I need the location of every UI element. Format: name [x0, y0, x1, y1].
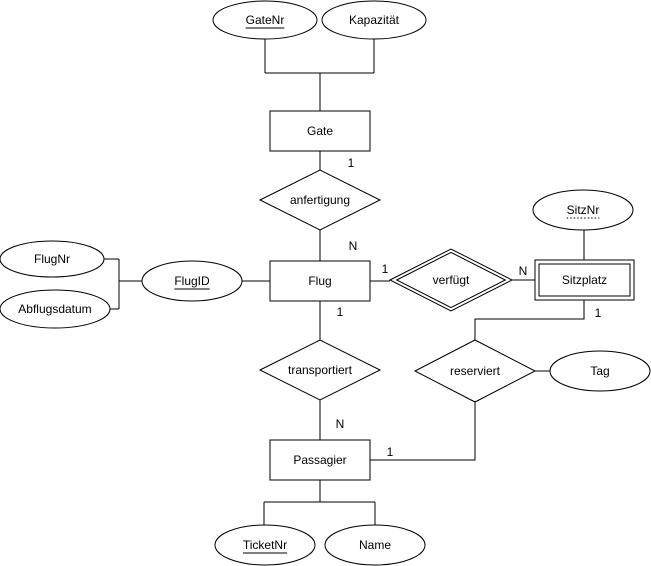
attr-tag-shape [549, 350, 651, 392]
rel-reserviert: reserviert [413, 339, 537, 403]
rel-verfuegt-inner-shape [395, 251, 507, 309]
rel-anfertigung: anfertigung [258, 169, 382, 231]
attr-tag: Tag [549, 350, 651, 392]
edge-sitzplatz-to-reserviert [474, 300, 585, 340]
card-sitzplatz-reserviert: 1 [595, 306, 602, 320]
attr-abflugsdatum-label: Abflugsdatum [18, 302, 91, 316]
attr-sitznr-label: SitzNr [567, 203, 600, 217]
card-flug-verfuegt: 1 [382, 262, 389, 276]
entity-gate-shape [269, 110, 371, 152]
card-transportiert-passagier: N [336, 417, 345, 431]
rel-transportiert: transportiert [258, 339, 382, 401]
attr-sitznr: SitzNr [532, 189, 634, 231]
attr-flugid-shape [141, 260, 243, 302]
attr-flugnr-label: FlugNr [34, 252, 70, 266]
attr-gatenr: GateNr [212, 0, 318, 40]
card-reserviert-passagier: 1 [387, 445, 394, 459]
entity-flug-shape [269, 260, 371, 302]
entity-passagier-label: Passagier [293, 453, 346, 467]
edge-reserviert-to-passagier [370, 402, 476, 461]
attr-flugnr-shape [0, 240, 105, 278]
attr-sitznr-shape [532, 189, 634, 231]
attr-name-shape [324, 524, 426, 566]
rel-anfertigung-shape [258, 169, 382, 231]
attr-flugid: FlugID [141, 260, 243, 302]
card-verfuegt-sitzplatz: N [519, 264, 528, 278]
entity-sitzplatz-inner-shape [538, 263, 631, 297]
attr-gatenr-label: GateNr [246, 13, 285, 27]
attr-kapazitaet-shape [321, 0, 427, 40]
rel-reserviert-label: reserviert [450, 364, 501, 378]
attr-flugid-label: FlugID [174, 274, 210, 288]
attr-ticketnr-shape [214, 524, 316, 566]
attr-name-label: Name [359, 538, 391, 552]
entity-sitzplatz: Sitzplatz [534, 259, 635, 301]
attr-flugnr: FlugNr [0, 240, 105, 278]
attr-abflugsdatum: Abflugsdatum [0, 289, 111, 329]
attr-ticketnr: TicketNr [214, 524, 316, 566]
rel-verfuegt: verfügt [388, 248, 514, 312]
attr-abflugsdatum-shape [0, 289, 111, 329]
entity-passagier: Passagier [269, 439, 371, 481]
rel-verfuegt-label: verfügt [433, 273, 470, 287]
entity-gate-label: Gate [307, 124, 333, 138]
card-flug-transportiert: 1 [337, 305, 344, 319]
entity-flug: Flug [269, 260, 371, 302]
rel-reserviert-shape [413, 339, 537, 403]
entity-flug-label: Flug [308, 274, 331, 288]
card-anfertigung-flug: N [349, 239, 358, 253]
attr-ticketnr-label: TicketNr [243, 538, 287, 552]
entity-passagier-shape [269, 439, 371, 481]
rel-transportiert-shape [258, 339, 382, 401]
entity-gate: Gate [269, 110, 371, 152]
card-gate-anfertigung: 1 [348, 156, 355, 170]
attr-tag-label: Tag [590, 364, 609, 378]
attr-gatenr-shape [212, 0, 318, 40]
entity-sitzplatz-label: Sitzplatz [562, 273, 607, 287]
attr-name: Name [324, 524, 426, 566]
attr-kapazitaet: Kapazität [321, 0, 427, 40]
attr-kapazitaet-label: Kapazität [349, 13, 400, 27]
rel-anfertigung-label: anfertigung [290, 193, 350, 207]
rel-transportiert-label: transportiert [288, 363, 353, 377]
